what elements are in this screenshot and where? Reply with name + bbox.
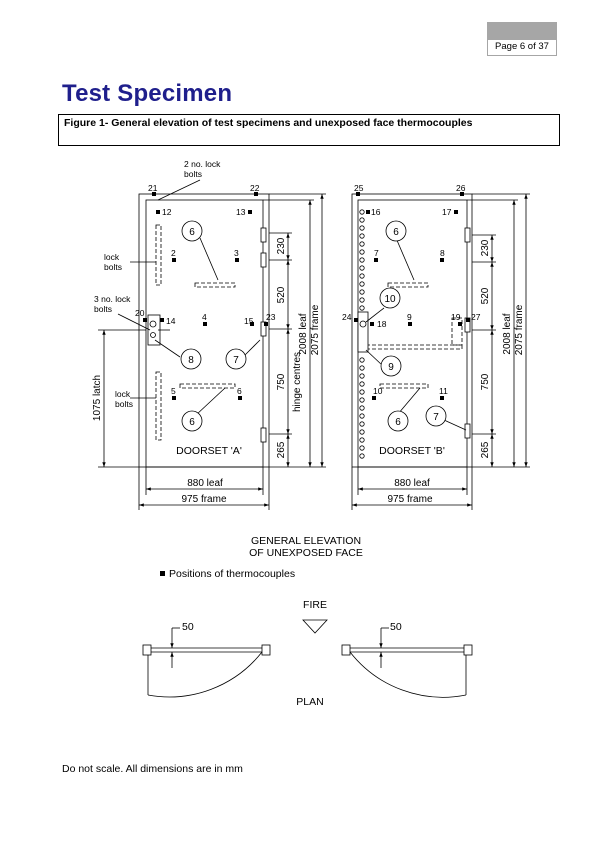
tc-label: 27 <box>471 312 481 322</box>
elevation-title-line1: GENERAL ELEVATION <box>251 535 361 547</box>
dim-leaf-height: 2008 leaf <box>298 313 309 354</box>
callout-label: 6 <box>189 417 195 428</box>
annotation: bolts <box>184 169 202 179</box>
tc-label: 11 <box>439 386 448 396</box>
tc-label: 18 <box>377 319 387 329</box>
dim-frame-height: 2075 frame <box>514 304 525 355</box>
dim-265: 265 <box>276 441 287 458</box>
annotation: 3 no. lock <box>94 294 131 304</box>
doorset-a-drawing <box>98 179 326 510</box>
tc-label: 10 <box>373 386 383 396</box>
elevation-title-line2: OF UNEXPOSED FACE <box>249 547 363 559</box>
dim-frame-height: 2075 frame <box>310 304 321 355</box>
doorset-b-drawing <box>351 192 530 510</box>
callout-label: 9 <box>388 362 394 373</box>
doorset-b-frame <box>351 193 473 468</box>
callout-label: 6 <box>189 227 195 238</box>
dim-750: 750 <box>480 373 491 390</box>
tc-label: 21 <box>148 183 158 193</box>
tc-label: 8 <box>440 248 445 258</box>
tc-label: 23 <box>266 312 276 322</box>
legend-label: Positions of thermocouples <box>169 568 295 580</box>
tc-label: 15 <box>244 316 254 326</box>
tc-label: 20 <box>135 308 145 318</box>
callout-label: 7 <box>233 355 239 366</box>
plan-dim-right: 50 <box>390 621 402 633</box>
tc-label: 12 <box>162 207 172 217</box>
annotation: lock <box>115 389 131 399</box>
annotation: bolts <box>94 304 112 314</box>
dim-520: 520 <box>276 286 287 303</box>
plan-drawing <box>142 619 473 698</box>
tc-label: 5 <box>171 386 176 396</box>
annotation: bolts <box>104 262 122 272</box>
tc-label: 24 <box>342 312 352 322</box>
tc-label: 6 <box>237 386 242 396</box>
callout-label: 10 <box>384 294 396 305</box>
doorset-a-label: DOORSET 'A' <box>176 445 242 457</box>
callout-label: 6 <box>393 227 399 238</box>
callout-label: 8 <box>188 355 194 366</box>
dim-leaf-width: 880 leaf <box>187 478 223 489</box>
tc-label: 16 <box>371 207 381 217</box>
tc-label: 4 <box>202 312 207 322</box>
doorset-b-label: DOORSET 'B' <box>379 445 445 457</box>
plan-dim-left: 50 <box>182 621 194 633</box>
callout-label: 6 <box>395 417 401 428</box>
tc-label: 17 <box>442 207 452 217</box>
tc-label: 26 <box>456 183 466 193</box>
callout-label: 7 <box>433 412 439 423</box>
tc-label: 22 <box>250 183 260 193</box>
plan-label: PLAN <box>296 696 323 708</box>
tc-label: 25 <box>354 183 364 193</box>
fire-label: FIRE <box>303 599 327 611</box>
page-number: Page 6 of 37 <box>487 40 557 56</box>
doorset-b-leaf <box>357 199 468 468</box>
footer-note: Do not scale. All dimensions are in mm <box>62 763 243 775</box>
dim-230: 230 <box>276 237 287 254</box>
dim-230: 230 <box>480 239 491 256</box>
dim-265: 265 <box>480 441 491 458</box>
header-bar <box>487 22 557 40</box>
annotation: lock <box>104 252 120 262</box>
dim-520: 520 <box>480 287 491 304</box>
tc-label: 14 <box>166 316 176 326</box>
page-title: Test Specimen <box>62 80 233 107</box>
tc-label: 3 <box>234 248 239 258</box>
dim-frame-width: 975 frame <box>181 494 226 505</box>
dim-750: 750 <box>276 373 287 390</box>
dim-leaf-height: 2008 leaf <box>502 313 513 354</box>
dim-latch: 1075 latch <box>92 375 103 421</box>
tc-label: 2 <box>171 248 176 258</box>
doorset-b-thermocouples <box>354 192 470 400</box>
legend-square <box>160 571 165 576</box>
tc-label: 13 <box>236 207 246 217</box>
tc-label: 19 <box>451 312 461 322</box>
dim-leaf-width: 880 leaf <box>394 478 430 489</box>
dim-frame-width: 975 frame <box>387 494 432 505</box>
tc-label: 9 <box>407 312 412 322</box>
annotation: bolts <box>115 399 133 409</box>
dim-hinge-centres: hinge centres <box>292 352 303 412</box>
figure-caption-box: Figure 1- General elevation of test spec… <box>58 114 560 146</box>
doorset-a-leaf <box>145 199 264 468</box>
doorset-a-thermocouples <box>143 192 268 400</box>
figure-caption: Figure 1- General elevation of test spec… <box>64 117 473 129</box>
tc-label: 7 <box>374 248 379 258</box>
annotation: 2 no. lock <box>184 159 221 169</box>
